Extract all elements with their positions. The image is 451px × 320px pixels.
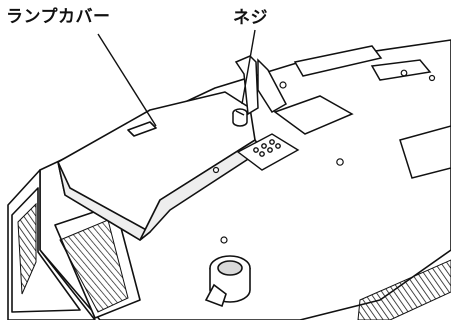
- vent-grille-right: [357, 259, 451, 320]
- lamp-cover: [57, 91, 263, 241]
- adjustable-foot: [204, 255, 251, 308]
- leader-lines: [97, 29, 256, 127]
- screw-label: ネジ: [233, 8, 268, 28]
- screw: [232, 108, 248, 127]
- indicator-panel: [236, 133, 300, 171]
- vent-grille-left: [17, 202, 129, 313]
- underside-panels: [273, 45, 451, 179]
- screw-holes: [212, 69, 436, 244]
- lamp-cover-label: ランプカバー: [6, 7, 111, 27]
